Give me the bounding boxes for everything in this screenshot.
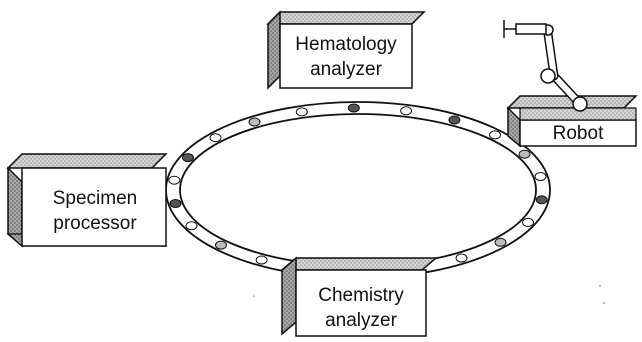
chemistry-label-line2: analyzer bbox=[325, 310, 397, 331]
robot-label: Robot bbox=[553, 123, 604, 144]
robot-arm-icon bbox=[503, 20, 588, 112]
hematology-label-line1: Hematology bbox=[295, 34, 397, 55]
sample-carrier bbox=[347, 103, 360, 113]
sample-carrier bbox=[169, 199, 182, 208]
hematology-label-line2: analyzer bbox=[310, 59, 382, 80]
sample-carrier bbox=[489, 130, 501, 140]
sample-carrier bbox=[522, 217, 534, 227]
sample-carrier bbox=[215, 240, 227, 250]
conveyor-track bbox=[165, 101, 551, 279]
chemistry-analyzer-box: Chemistry analyzer bbox=[279, 256, 439, 337]
sample-carrier bbox=[494, 237, 507, 247]
sample-carrier bbox=[400, 106, 413, 116]
specimen-label-line2: processor bbox=[53, 213, 137, 234]
sample-carrier bbox=[168, 175, 181, 185]
specimen-processor-box: Specimen processor bbox=[6, 153, 168, 248]
specimen-label-line1: Specimen bbox=[53, 188, 138, 209]
robot-base: Robot bbox=[506, 95, 638, 148]
sample-carrier bbox=[248, 117, 261, 127]
sample-carrier bbox=[185, 221, 198, 231]
sample-carrier bbox=[209, 133, 222, 143]
sample-carrier bbox=[535, 195, 548, 205]
scan-specks bbox=[253, 285, 605, 304]
sample-carrier bbox=[455, 253, 468, 263]
sample-carrier bbox=[518, 149, 531, 159]
sample-carriers bbox=[168, 103, 548, 265]
hematology-analyzer-box: Hematology analyzer bbox=[266, 10, 426, 90]
sample-carrier bbox=[255, 255, 268, 265]
sample-carrier bbox=[295, 107, 308, 117]
sample-carrier bbox=[534, 172, 547, 181]
sample-carrier bbox=[182, 153, 194, 163]
chemistry-label-line1: Chemistry bbox=[318, 285, 404, 306]
sample-carrier bbox=[448, 115, 461, 125]
